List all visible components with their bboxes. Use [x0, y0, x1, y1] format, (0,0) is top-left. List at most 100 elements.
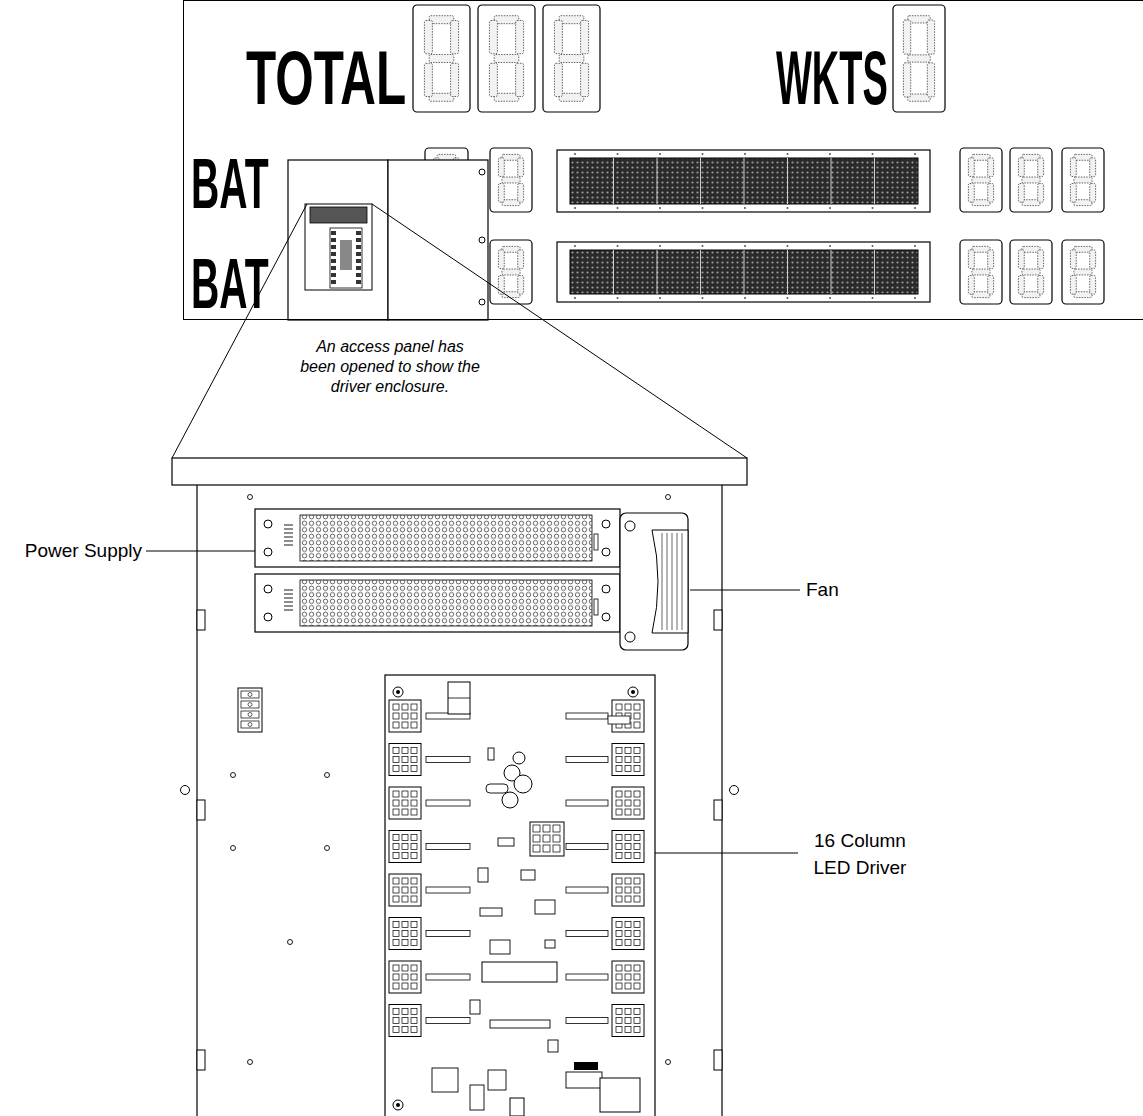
fan-fin	[677, 533, 678, 630]
connector-pin	[625, 974, 631, 980]
mount-hole	[288, 940, 293, 945]
module-seam	[744, 158, 745, 204]
connector-pin	[634, 835, 640, 841]
digit-segment	[502, 177, 520, 183]
connector-pin	[616, 940, 622, 946]
connector-pin	[393, 878, 399, 884]
board-caption: BAT	[191, 249, 269, 319]
digit-segment	[518, 250, 524, 269]
component	[480, 908, 502, 916]
connector-pin	[625, 844, 631, 850]
digit-segment	[518, 184, 524, 203]
connector-pin	[634, 965, 640, 971]
digit-segment	[968, 276, 974, 295]
digit-display	[893, 5, 945, 112]
connector-pin	[393, 1009, 399, 1015]
connector-pin	[634, 713, 640, 719]
power-supply-body	[255, 574, 620, 632]
connector-pin	[393, 766, 399, 772]
module-seam	[613, 250, 614, 294]
component	[470, 1000, 480, 1014]
digit-segment	[908, 55, 930, 62]
side-tab	[714, 800, 722, 820]
driver-ic	[426, 1018, 470, 1024]
board-screw	[393, 1100, 403, 1110]
part-label: Power Supply	[25, 540, 142, 562]
psu-screw	[602, 520, 610, 528]
digit-display	[1010, 148, 1052, 212]
board-screw	[393, 687, 403, 697]
fan-fin	[662, 533, 663, 630]
leader-line	[655, 853, 798, 854]
inductor	[486, 784, 508, 793]
connector-pin	[411, 1027, 417, 1033]
connector-pin	[402, 791, 408, 797]
digit-segment	[489, 63, 497, 96]
connector-pin	[393, 704, 399, 710]
connector-pin	[402, 722, 408, 728]
connector-pin	[533, 825, 540, 832]
connector-pin	[411, 878, 417, 884]
bar-rivet	[702, 207, 704, 209]
fan-fin	[682, 533, 683, 630]
fan-housing	[620, 513, 688, 650]
connector-pin	[402, 887, 408, 893]
bar-rivet	[744, 153, 746, 155]
power-supply-body	[255, 509, 620, 567]
digit-display	[1010, 240, 1052, 304]
digit-segment	[424, 20, 432, 53]
column-connector	[389, 744, 421, 776]
column-connector	[612, 744, 644, 776]
terminal	[241, 701, 259, 708]
connector-pin	[634, 704, 640, 710]
connector-pin	[634, 757, 640, 763]
module-seam	[874, 250, 875, 294]
fan-screw	[625, 521, 635, 531]
digit-display	[1062, 240, 1104, 304]
connector-pin	[393, 896, 399, 902]
driver-ic	[426, 844, 470, 850]
connector-pin	[411, 791, 417, 797]
connector-pin	[533, 835, 540, 842]
connector-pin	[616, 809, 622, 815]
driver-ic	[566, 1018, 608, 1024]
digit-segment	[903, 20, 910, 54]
connector-pin	[634, 940, 640, 946]
digit-segment	[498, 158, 504, 177]
connector-pin	[543, 835, 550, 842]
terminal	[241, 691, 259, 698]
bar-rivet	[914, 245, 916, 247]
driver-ic	[566, 887, 608, 893]
mini-connector	[356, 231, 361, 235]
module-seam	[700, 250, 701, 294]
hinge-hole	[181, 786, 190, 795]
side-tab	[197, 610, 205, 630]
bar-rivet	[787, 207, 789, 209]
connector-pin	[634, 791, 640, 797]
connector-pin	[625, 757, 631, 763]
connector-pin	[616, 965, 622, 971]
digit-display	[960, 240, 1002, 304]
door-screw	[479, 169, 485, 175]
driver-ic	[426, 757, 470, 763]
board-caption: TOTAL	[246, 40, 406, 116]
connector-pin	[411, 844, 417, 850]
digit-segment	[494, 93, 519, 101]
connector-pin	[616, 878, 622, 884]
connector-pin	[533, 845, 540, 852]
vent-grille	[300, 580, 592, 626]
dip-switch	[574, 1062, 598, 1070]
digit-segment	[424, 63, 432, 96]
digit-segment	[908, 16, 930, 23]
connector-pin	[411, 940, 417, 946]
heat-ridge	[284, 541, 293, 542]
connector-pin	[553, 835, 560, 842]
digit-segment	[1018, 276, 1024, 295]
connector-pin	[402, 1018, 408, 1024]
connector-pin	[393, 931, 399, 937]
digit-segment	[988, 250, 994, 269]
connector-pin	[553, 825, 560, 832]
heat-ridge	[284, 594, 293, 595]
connector-pin	[402, 704, 408, 710]
connector-pin	[616, 896, 622, 902]
